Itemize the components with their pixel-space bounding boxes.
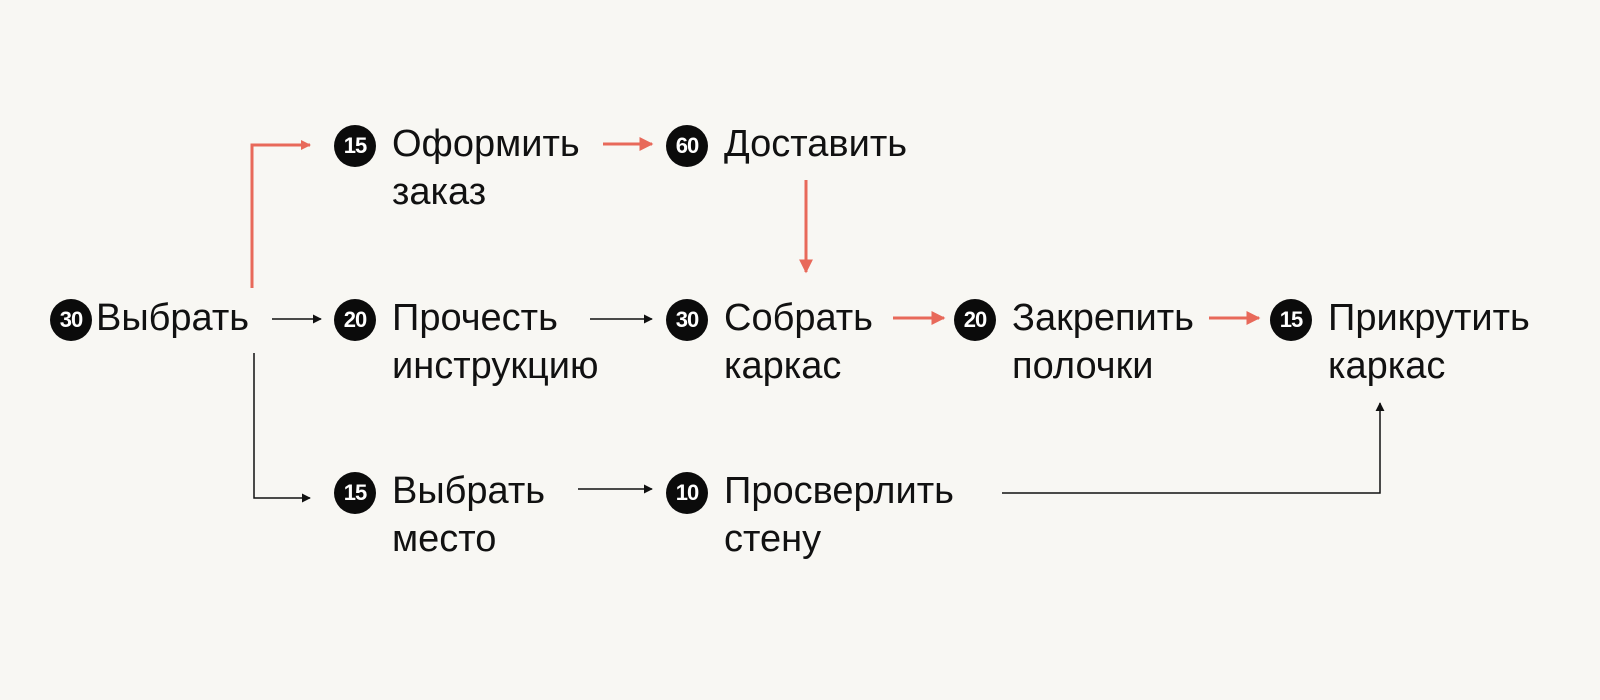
node-drill-wall: 10 Просверлить стену	[666, 470, 954, 563]
node-fix-shelves: 20 Закрепить полочки	[954, 297, 1194, 390]
node-deliver: 60 Доставить	[666, 123, 907, 168]
node-read: 20 Прочесть инструкцию	[334, 297, 598, 390]
task-label-line: Прикрутить	[1328, 297, 1530, 339]
task-label-line: Выбрать	[96, 297, 250, 339]
duration-badge: 15	[334, 472, 376, 514]
duration-badge: 15	[334, 125, 376, 167]
duration-badge: 30	[50, 299, 92, 341]
task-label-line: Выбрать	[392, 470, 546, 512]
duration-badge: 20	[334, 299, 376, 341]
duration-badge: 20	[954, 299, 996, 341]
task-label-line: Собрать	[724, 297, 873, 339]
task-label-line: заказ	[392, 171, 487, 213]
task-label: Доставить	[724, 120, 907, 168]
task-label: Собрать каркас	[724, 294, 873, 390]
task-label-line: каркас	[724, 345, 842, 387]
task-label-line: инструкцию	[392, 345, 599, 387]
task-label-line: Просверлить	[724, 470, 954, 512]
task-label: Выбрать	[96, 294, 249, 342]
task-label-line: Оформить	[392, 123, 580, 165]
task-label-line: Закрепить	[1012, 297, 1194, 339]
duration-badge: 15	[1270, 299, 1312, 341]
node-choose: 30 Выбрать	[50, 297, 249, 342]
task-label: Закрепить полочки	[1012, 294, 1194, 390]
node-order: 15 Оформить заказ	[334, 123, 580, 216]
edge-choose-to-order	[250, 140, 311, 288]
task-label: Прочесть инструкцию	[392, 294, 598, 390]
task-label: Выбрать место	[392, 467, 545, 563]
duration-badge: 30	[666, 299, 708, 341]
duration-badge: 10	[666, 472, 708, 514]
duration-badge: 60	[666, 125, 708, 167]
task-label: Просверлить стену	[724, 467, 954, 563]
task-label-line: полочки	[1012, 345, 1154, 387]
task-label-line: Доставить	[724, 123, 908, 165]
node-assemble: 30 Собрать каркас	[666, 297, 873, 390]
task-label: Прикрутить каркас	[1328, 294, 1530, 390]
task-label-line: Прочесть	[392, 297, 558, 339]
node-choose-place: 15 Выбрать место	[334, 470, 545, 563]
task-label: Оформить заказ	[392, 120, 580, 216]
task-label-line: каркас	[1328, 345, 1446, 387]
task-label-line: место	[392, 518, 497, 560]
edge-choose-to-choose-place	[253, 353, 311, 503]
node-screw-frame: 15 Прикрутить каркас	[1270, 297, 1530, 390]
task-label-line: стену	[724, 518, 822, 560]
edge-drill-wall-to-screw-frame	[1002, 402, 1385, 494]
